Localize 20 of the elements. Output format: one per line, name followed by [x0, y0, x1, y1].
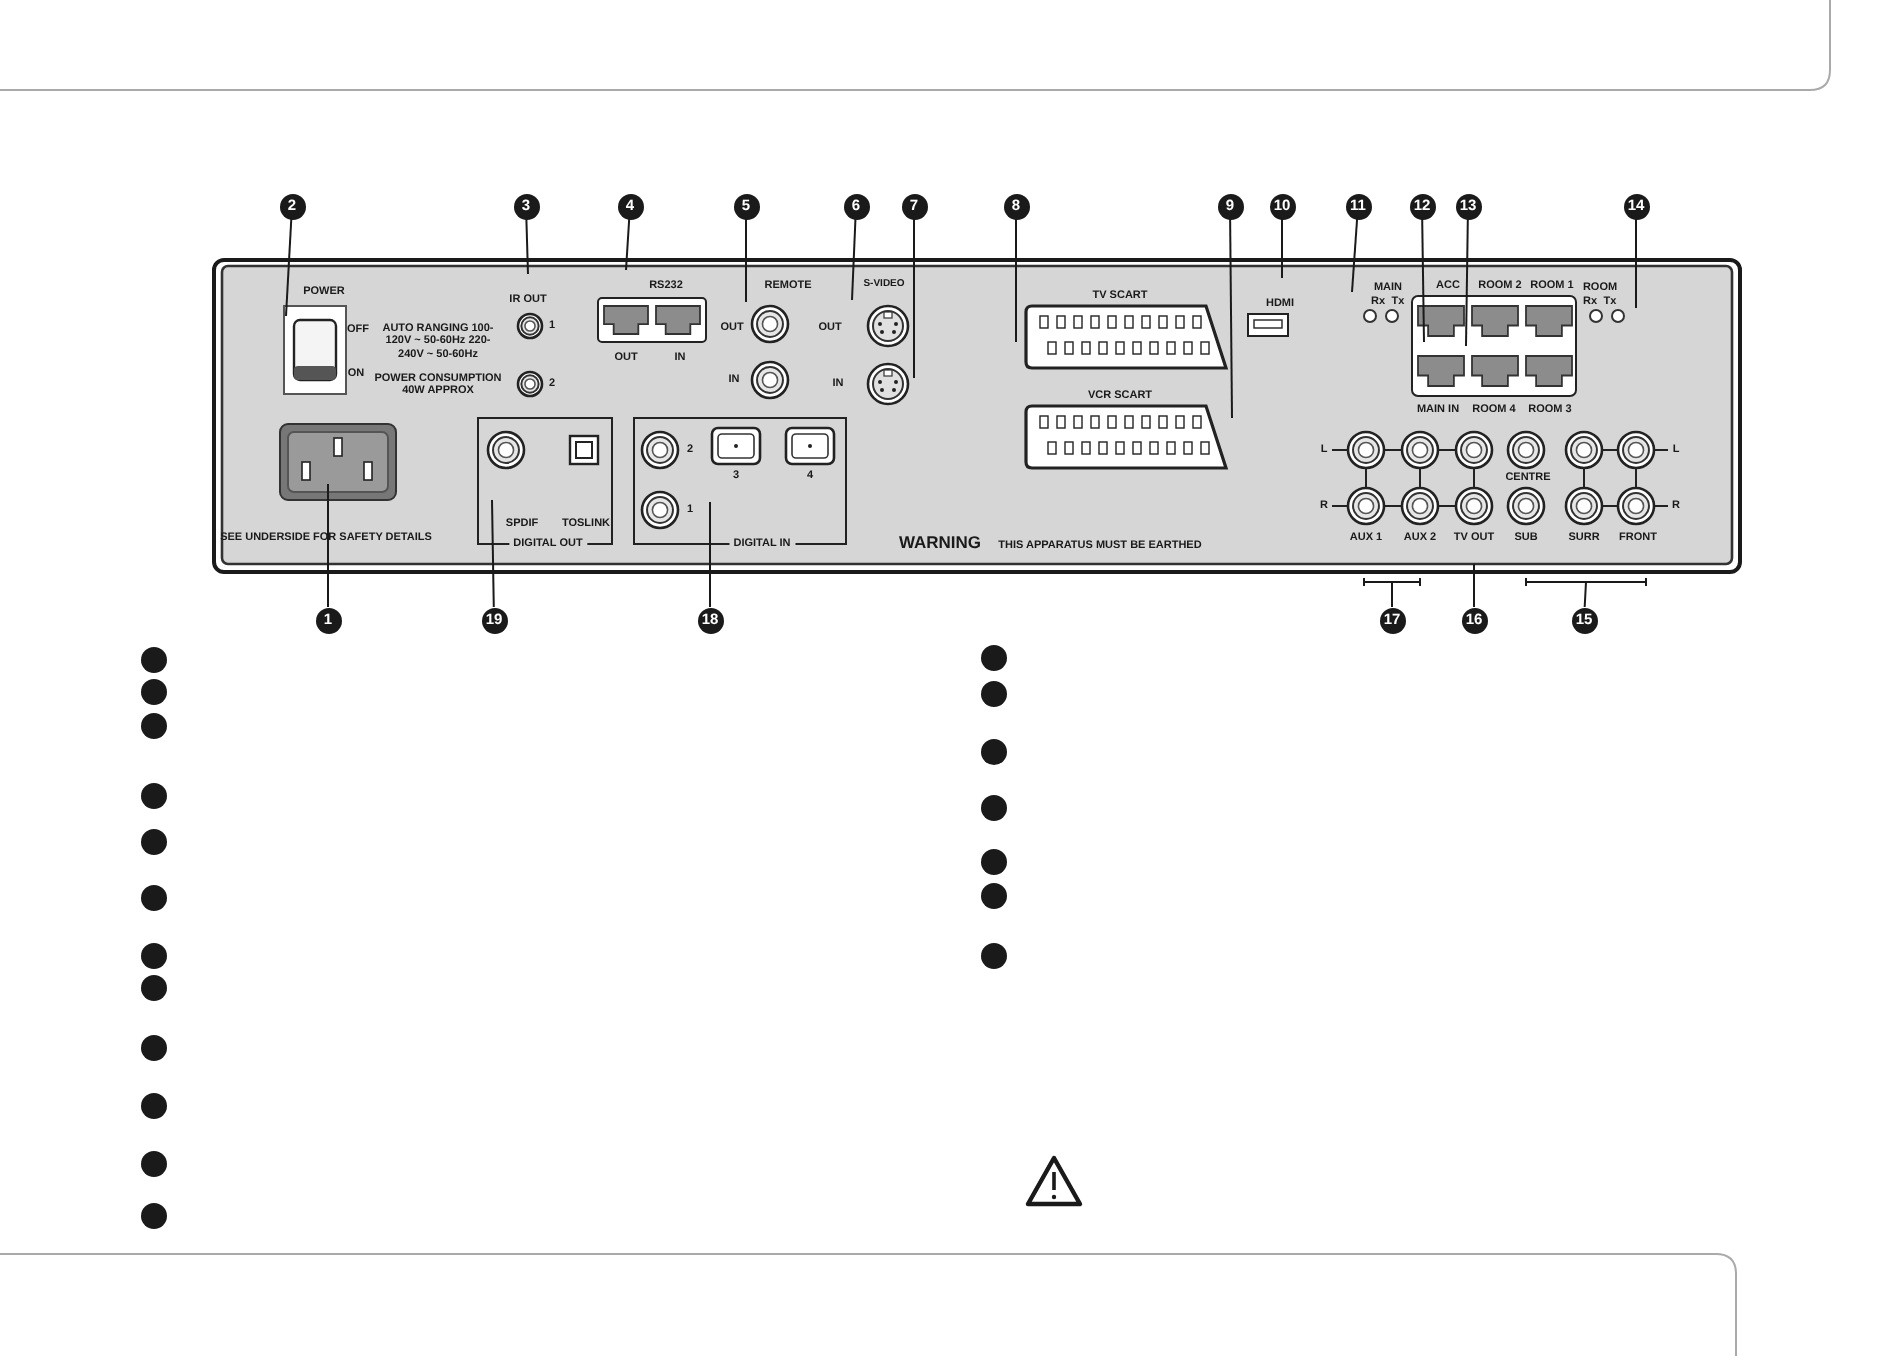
leader-line: [1421, 218, 1425, 343]
leader-line: [491, 499, 495, 608]
leader-line: [625, 217, 631, 271]
panel-label: WARNING: [898, 534, 982, 554]
leader-line: [1281, 218, 1283, 279]
leader-line: [1015, 218, 1017, 343]
leader-line: [851, 218, 857, 301]
leader-line: [327, 483, 329, 608]
leader-line: [745, 218, 747, 303]
leader-line: [1525, 577, 1647, 608]
leader-line: [285, 218, 293, 317]
leader-line: [1363, 577, 1421, 608]
leader-line: [1229, 218, 1233, 419]
leader-line: [1351, 217, 1359, 293]
leader-line: [709, 501, 711, 608]
leader-line: [1473, 563, 1475, 608]
leader-line: [525, 218, 529, 275]
leader-line: [1465, 218, 1469, 347]
leader-line: [913, 218, 915, 379]
leader-line: [1635, 218, 1637, 309]
